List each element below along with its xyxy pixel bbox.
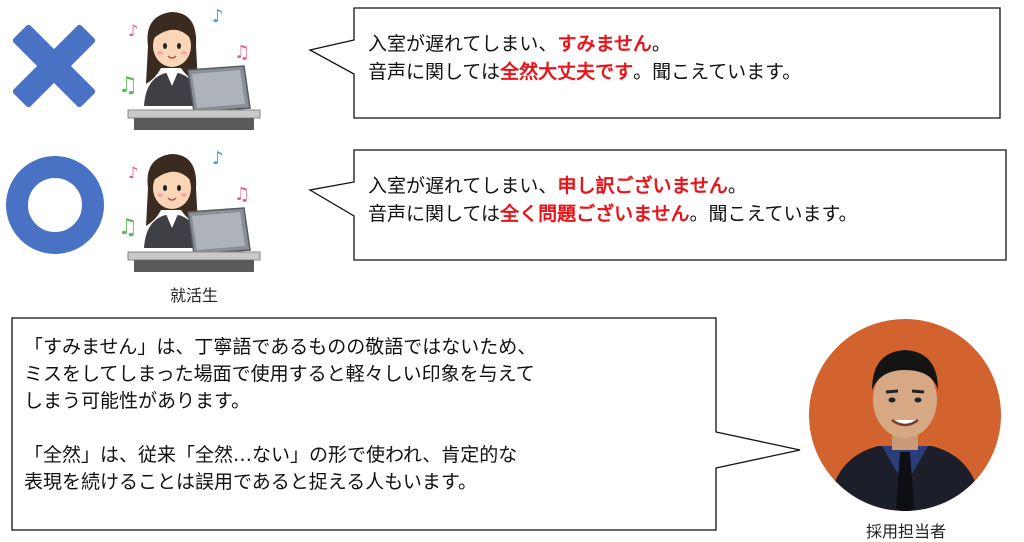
recruiter-avatar-icon (809, 319, 1001, 511)
bubble-good-text: 入室が遅れてしまい、申し訳ございません。 音声に関しては全く問題ございません。聞… (368, 172, 858, 228)
bubble-bad-line1: 入室が遅れてしまい、すみません。 (368, 33, 671, 55)
explanation-line: 「全然」は、従来「全然…ない」の形で使われ、肯定的な (24, 444, 518, 466)
bubble-bad-text: 入室が遅れてしまい、すみません。 音声に関しては全然大丈夫です。聞こえています。 (368, 30, 801, 86)
student-label: 就活生 (170, 286, 219, 305)
explanation-text: 「すみません」は、丁寧語であるものの敬語ではないため、 ミスをしてしまった場面で… (24, 334, 536, 496)
circle-mark-icon (6, 156, 104, 254)
explanation-line: ミスをしてしまった場面で使用すると軽々しい印象を与えて (24, 363, 535, 385)
cross-mark-icon (12, 24, 96, 108)
bubble-bad-line2: 音声に関しては全然大丈夫です。聞こえています。 (368, 61, 802, 83)
explanation-line: 「すみません」は、丁寧語であるものの敬語ではないため、 (24, 336, 537, 358)
explanation-line: しまう可能性があります。 (24, 390, 251, 412)
bubble-good-line1: 入室が遅れてしまい、申し訳ございません。 (368, 175, 747, 197)
recruiter-label: 採用担当者 (866, 522, 947, 541)
explanation-line: 表現を続けることは誤用であると捉える人もいます。 (24, 471, 477, 493)
bubble-good-line2: 音声に関しては全く問題ございません。聞こえています。 (368, 203, 858, 225)
